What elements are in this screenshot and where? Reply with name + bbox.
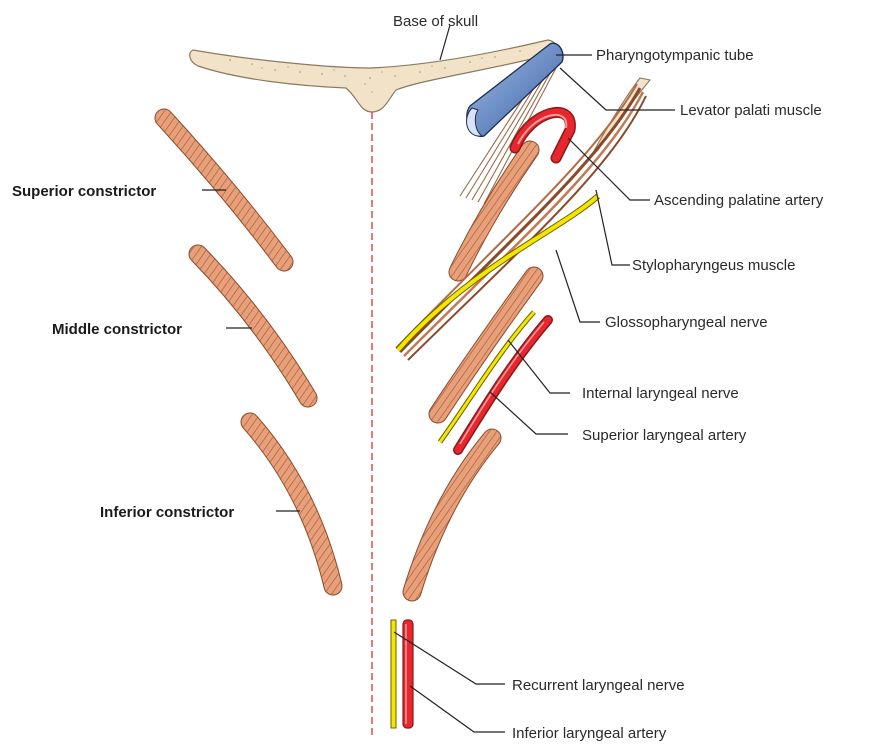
label-glossopharyngeal-nerve: Glossopharyngeal nerve [605,314,768,331]
label-middle-constrictor: Middle constrictor [52,321,182,338]
inferior-laryngeal-artery [403,620,413,728]
label-ascending-palatine-artery: Ascending palatine artery [654,192,824,209]
superior-laryngeal-artery [458,320,548,450]
label-inferior-laryngeal-artery: Inferior laryngeal artery [512,725,667,742]
right-superior-constrictor [458,150,530,272]
right-inferior-constrictor [412,438,492,592]
label-stylopharyngeus-muscle: Stylopharyngeus muscle [632,257,795,274]
label-inferior-constrictor: Inferior constrictor [100,504,234,521]
left-inferior-constrictor [250,422,333,586]
label-superior-laryngeal-artery: Superior laryngeal artery [582,427,747,444]
label-internal-laryngeal-nerve: Internal laryngeal nerve [582,385,739,402]
label-superior-constrictor: Superior constrictor [12,183,156,200]
label-recurrent-laryngeal-nerve: Recurrent laryngeal nerve [512,677,685,694]
left-middle-constrictor [198,254,308,398]
label-base-of-skull: Base of skull [393,13,478,30]
label-pharyngotympanic-tube: Pharyngotympanic tube [596,47,754,64]
label-levator-palati-muscle: Levator palati muscle [680,102,822,119]
recurrent-laryngeal-nerve [391,620,396,728]
